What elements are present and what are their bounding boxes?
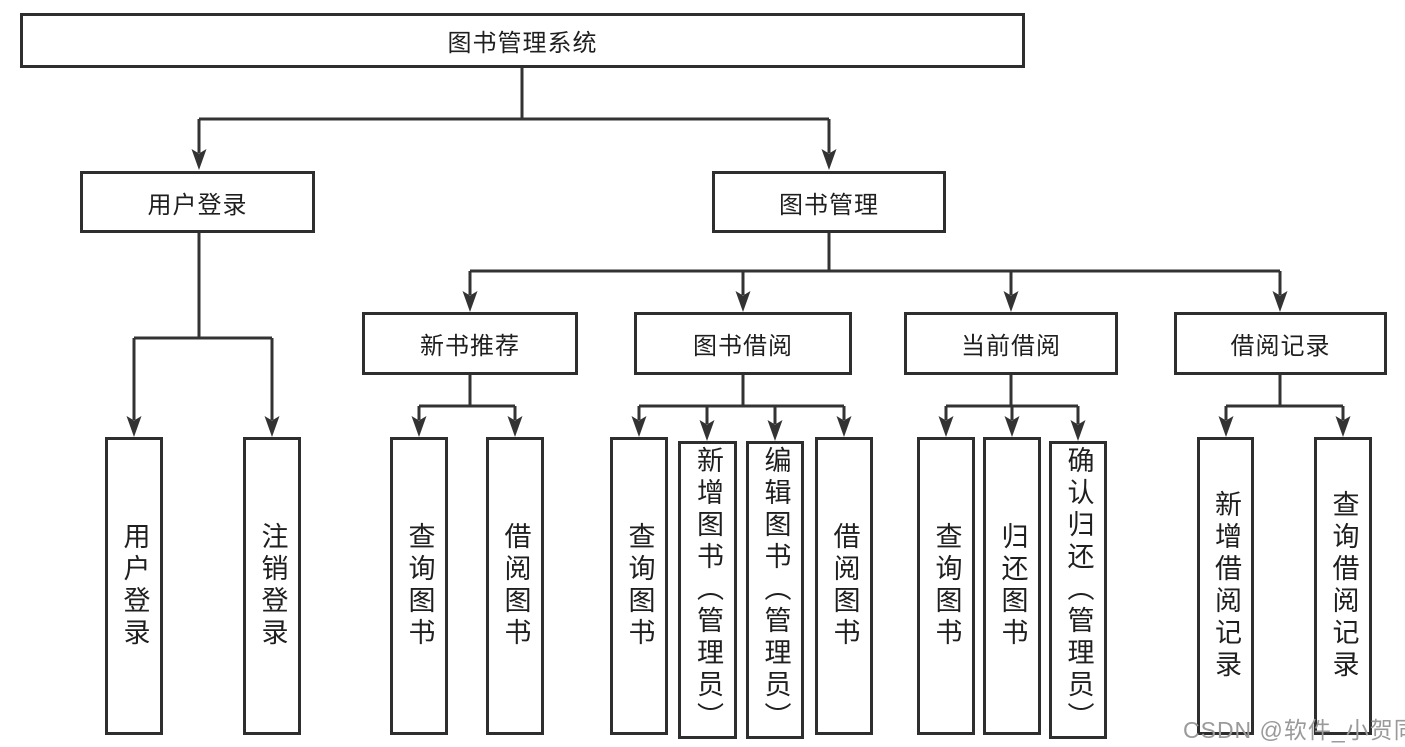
- node-user-login: 用户登录: [80, 171, 315, 233]
- node-book-borrowing: 图书借阅: [634, 312, 852, 375]
- leaf-query-books: 查询图书: [917, 437, 975, 735]
- node-label: 新书推荐: [420, 333, 520, 360]
- leaf-confirm-return-admin: 确认归还（管理员）: [1049, 441, 1107, 739]
- node-label: 编辑图书（管理员）: [760, 446, 791, 734]
- node-book-management: 图书管理: [712, 171, 946, 233]
- node-label: 查询图书: [931, 522, 962, 650]
- node-label: 当前借阅: [961, 333, 1061, 360]
- leaf-edit-books-admin: 编辑图书（管理员）: [746, 441, 804, 739]
- node-label: 用户登录: [119, 522, 150, 650]
- leaf-borrow-books: 借阅图书: [486, 437, 544, 735]
- node-label: 新增图书（管理员）: [693, 446, 723, 734]
- leaf-add-borrow-record: 新增借阅记录: [1197, 437, 1254, 735]
- node-label: 新增借阅记录: [1211, 490, 1241, 682]
- node-label: 图书借阅: [693, 333, 793, 360]
- node-library-management-system: 图书管理系统: [20, 13, 1025, 68]
- node-label: 借阅图书: [500, 522, 531, 650]
- leaf-user-login: 用户登录: [105, 437, 163, 735]
- node-label: 归还图书: [997, 522, 1028, 650]
- node-current-borrowing: 当前借阅: [904, 312, 1118, 375]
- node-label: 借阅图书: [829, 522, 860, 650]
- leaf-borrow-books: 借阅图书: [815, 437, 873, 735]
- node-new-book-recommendation: 新书推荐: [362, 312, 578, 375]
- node-label: 查询借阅记录: [1328, 490, 1359, 682]
- leaf-logout: 注销登录: [243, 437, 301, 735]
- node-label: 确认归还（管理员）: [1063, 446, 1094, 734]
- leaf-return-books: 归还图书: [983, 437, 1041, 735]
- leaf-query-books: 查询图书: [390, 437, 448, 735]
- node-label: 图书管理系统: [447, 30, 598, 57]
- csdn-watermark: CSDN @软件_小贺同学: [1183, 717, 1405, 743]
- leaf-query-books: 查询图书: [610, 437, 668, 735]
- node-borrowing-records: 借阅记录: [1174, 312, 1387, 375]
- node-label: 借阅记录: [1230, 333, 1331, 360]
- connector-arrowheads: [126, 149, 1351, 441]
- connector-segments: [132, 68, 1345, 424]
- node-label: 图书管理: [779, 191, 879, 219]
- node-label: 查询图书: [624, 522, 655, 650]
- leaf-add-books-admin: 新增图书（管理员）: [678, 441, 737, 739]
- node-label: 注销登录: [257, 522, 288, 650]
- node-label: 用户登录: [147, 191, 248, 219]
- leaf-query-borrow-record: 查询借阅记录: [1314, 437, 1372, 735]
- node-label: 查询图书: [404, 522, 435, 650]
